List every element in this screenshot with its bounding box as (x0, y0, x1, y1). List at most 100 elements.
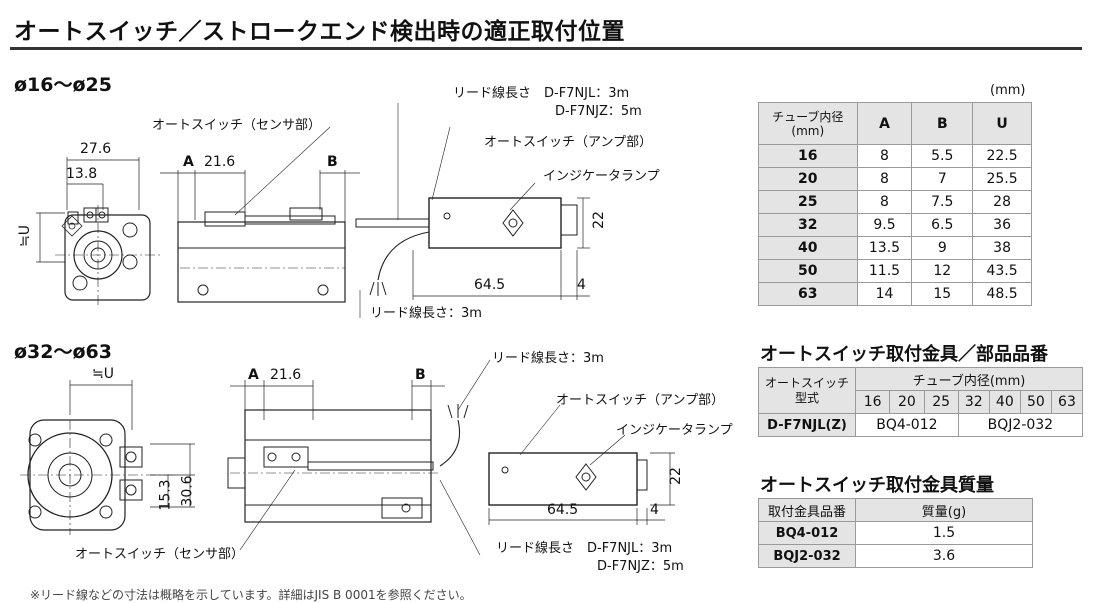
col-header-bore: チューブ内径 (mm) (758, 102, 858, 145)
b-cell: 5.5 (911, 144, 974, 168)
bore-cell: 63 (758, 282, 858, 306)
dim-u-small: ≒U (17, 225, 33, 247)
label-lamp-large: インジケータランプ (616, 423, 733, 438)
a-cell: 9.5 (856, 213, 913, 237)
title-rule (10, 47, 1082, 50)
dim-b-large: B (415, 367, 426, 383)
large-switch-detail (239, 359, 675, 556)
small-side-view (160, 170, 360, 303)
bore-group-header: チューブ内径(mm) (855, 367, 1083, 391)
dim-21-6-small: 21.6 (204, 154, 236, 170)
table-row: D-F7NJL(Z) BQ4-012 BQJ2-032 (758, 413, 1084, 437)
bore-cell: 40 (758, 236, 858, 260)
col-header-b: B (911, 102, 974, 145)
label-amp-small: オートスイッチ（アンプ部） (484, 135, 653, 150)
a-cell: 13.5 (856, 236, 913, 260)
label-lead-bottom-large: リード線長さ D-F7NJL：3m (496, 541, 673, 556)
bore-header: 20 (889, 390, 925, 414)
bore-header: 25 (923, 390, 959, 414)
large-side-view (227, 380, 445, 523)
dim-u-large: ≒U (92, 366, 114, 382)
u-cell: 36 (972, 213, 1032, 237)
corner-header: オートスイッチ 型式 (758, 367, 856, 414)
bracket-part-title: オートスイッチ取付金具／部品品番 (760, 344, 1048, 365)
bracket-mass-title: オートスイッチ取付金具質量 (760, 475, 994, 496)
a-cell: 11.5 (856, 259, 913, 283)
dim-a-large: A (248, 367, 259, 383)
bore-header: 50 (1019, 390, 1052, 414)
dim-a-small: A (183, 154, 194, 170)
dim-21-6-large: 21.6 (270, 367, 302, 383)
table-row: BQ4-012 1.5 (758, 521, 1033, 545)
u-cell: 28 (972, 190, 1032, 214)
a-cell: 14 (856, 282, 913, 306)
part-no-cell: BQJ2-032 (758, 544, 856, 568)
mass-cell: 1.5 (855, 521, 1033, 545)
dim-b-small: B (327, 154, 338, 170)
u-cell: 38 (972, 236, 1032, 260)
b-cell: 7 (911, 167, 974, 191)
b-cell: 7.5 (911, 190, 974, 214)
label-lead-top-large: リード線長さ：3m (492, 351, 604, 366)
bore-cell: 16 (758, 144, 858, 168)
bracket-mass-table: 取付金具品番 質量(g) BQ4-012 1.5 BQJ2-032 3.6 (758, 498, 1033, 568)
footnote: ※リード線などの寸法は概略を示しています。詳細はJIS B 0001を参照くださ… (30, 588, 472, 602)
a-cell: 8 (856, 190, 913, 214)
bore-cell: 20 (758, 167, 858, 191)
mass-cell: 3.6 (855, 544, 1033, 568)
b-cell: 12 (911, 259, 974, 283)
table-row: BQJ2-032 3.6 (758, 544, 1033, 568)
dim-64-5-large: 64.5 (547, 502, 579, 518)
label-lead-bottom-small: リード線長さ：3m (370, 306, 482, 321)
dim-4-large: 4 (650, 502, 659, 518)
bore-header: 32 (957, 390, 990, 414)
label-lead-top-small: リード線長さ D-F7NJL：3m (453, 86, 630, 101)
u-cell: 48.5 (972, 282, 1032, 306)
dim-22-large: 22 (667, 467, 684, 485)
dim-64-5-small: 64.5 (474, 277, 506, 293)
bracket-part-table: オートスイッチ 型式 チューブ内径(mm) 16 20 25 32 40 50 … (758, 367, 1084, 437)
dim-4-small: 4 (577, 277, 586, 293)
col-header-u: U (972, 102, 1032, 145)
b-cell: 9 (911, 236, 974, 260)
bore-header: 16 (854, 390, 891, 414)
table1-unit: (mm) (990, 83, 1026, 98)
page-title: オートスイッチ／ストロークエンド検出時の適正取付位置 (14, 19, 625, 45)
u-cell: 43.5 (972, 259, 1032, 283)
part-no-cell: BQ4-012 (758, 521, 856, 545)
label-sensor-large: オートスイッチ（センサ部） (75, 547, 245, 562)
part-small-cell: BQ4-012 (855, 413, 959, 437)
small-bore-range: ø16〜ø25 (14, 74, 112, 96)
small-switch-detail (234, 103, 590, 318)
part-no-header: 取付金具品番 (758, 498, 856, 522)
b-cell: 15 (911, 282, 974, 306)
dim-22-small: 22 (590, 211, 607, 229)
large-end-view (20, 380, 195, 535)
u-cell: 22.5 (972, 144, 1032, 168)
bore-cell: 50 (758, 259, 858, 283)
a-cell: 8 (856, 144, 913, 168)
label-lead-top-small-2: D-F7NJZ：5m (555, 104, 642, 119)
part-large-cell: BQJ2-032 (957, 413, 1084, 437)
dim-15-3: 15.3 (157, 479, 174, 511)
label-sensor-small: オートスイッチ（センサ部） (152, 118, 322, 133)
switch-model-cell: D-F7NJL(Z) (758, 413, 856, 437)
b-cell: 6.5 (911, 213, 974, 237)
label-amp-large: オートスイッチ（アンプ部） (556, 393, 725, 408)
dim-13-8: 13.8 (66, 166, 98, 182)
u-cell: 25.5 (972, 167, 1032, 191)
dim-30-6: 30.6 (179, 475, 196, 507)
bore-header: 63 (1050, 390, 1084, 414)
mass-header: 質量(g) (855, 498, 1033, 522)
small-end-view (36, 157, 160, 305)
bore-cell: 32 (758, 213, 858, 237)
